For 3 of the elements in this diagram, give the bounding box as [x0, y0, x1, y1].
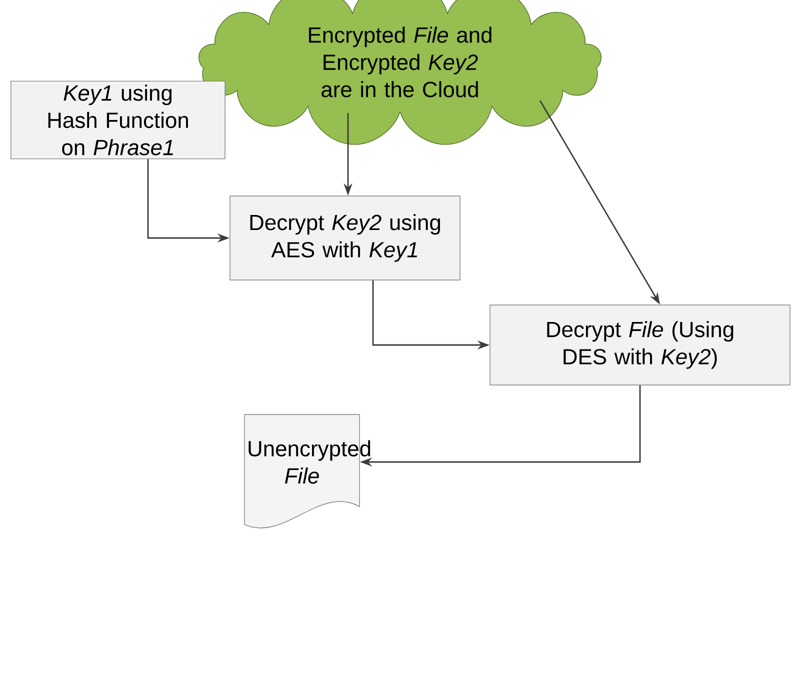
process-box: Decrypt Key2 using AES with Key1 — [230, 196, 460, 280]
process-box: Key1 using Hash Function on Phrase1 — [10, 80, 226, 160]
process-box: Decrypt File (Using DES with Key2) — [490, 304, 790, 386]
